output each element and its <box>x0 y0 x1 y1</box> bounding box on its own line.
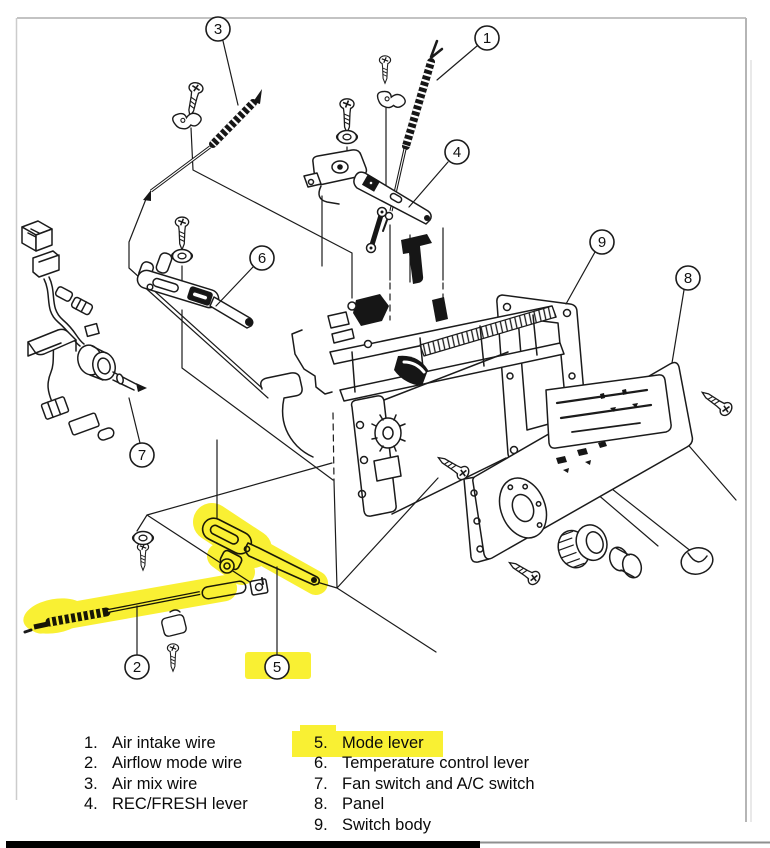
callout-2: 2 <box>124 654 150 680</box>
cable-clip <box>171 109 204 132</box>
air-mix-wire <box>143 89 262 201</box>
screw <box>697 385 736 419</box>
callout-1: 1 <box>474 25 500 51</box>
callout-2-number: 2 <box>133 659 141 676</box>
screw <box>166 643 180 672</box>
screw <box>182 80 205 119</box>
fan-knob <box>557 524 608 569</box>
washer <box>131 530 155 546</box>
screw <box>136 542 150 571</box>
highlight-airflow-wire <box>23 575 238 634</box>
cable-clip <box>375 90 407 110</box>
callout-6-number: 6 <box>258 250 266 267</box>
band-clamp <box>161 609 187 637</box>
screw <box>433 450 472 483</box>
temperature-control-lever <box>136 252 254 329</box>
callout-5-number: 5 <box>273 659 281 676</box>
callout-1-number: 1 <box>483 30 491 47</box>
cap-knob <box>680 547 714 575</box>
fan-ac-switch-harness <box>21 220 147 441</box>
callout-3-number: 3 <box>214 21 222 38</box>
callout-8: 8 <box>675 265 701 291</box>
washer <box>335 129 359 145</box>
screw <box>378 55 392 84</box>
panel <box>463 361 714 579</box>
screw <box>504 555 543 588</box>
screw <box>339 98 355 134</box>
rec-fresh-lever <box>303 149 432 254</box>
screw <box>174 216 190 251</box>
callout-4: 4 <box>444 139 470 165</box>
callout-6: 6 <box>249 245 275 271</box>
highlight-mode-lever <box>193 503 328 595</box>
air-intake-wire <box>382 39 444 232</box>
callout-9: 9 <box>589 229 615 255</box>
callouts: 1 3 4 6 7 9 8 2 5 <box>124 16 701 680</box>
callout-7: 7 <box>129 442 155 468</box>
callout-4-number: 4 <box>453 144 461 161</box>
highlight-legend-mode-lever <box>292 725 443 757</box>
spacer-knob <box>608 546 643 579</box>
callout-leader-lines <box>128 40 685 656</box>
scan-border <box>6 17 770 848</box>
callout-3: 3 <box>205 16 231 42</box>
callout-9-number: 9 <box>598 234 606 251</box>
callout-8-number: 8 <box>684 270 692 287</box>
callout-7-number: 7 <box>138 447 146 464</box>
callout-5: 5 <box>264 654 290 680</box>
washer <box>170 248 194 264</box>
marker-highlights <box>23 503 443 757</box>
